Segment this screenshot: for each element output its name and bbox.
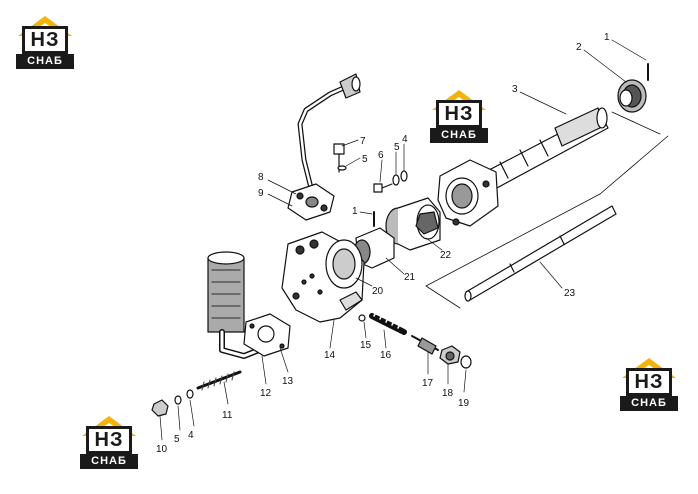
callout-1: 1 (352, 206, 358, 217)
watermark-logo: НЗ СНАБ (78, 414, 140, 470)
relief-valve (358, 311, 472, 369)
callout-4: 4 (402, 134, 408, 145)
callout-20: 20 (372, 286, 384, 297)
callout-6: 6 (378, 150, 384, 161)
logo-mark: НЗ (22, 26, 68, 54)
callout-5: 5 (362, 154, 368, 165)
bearing-housing (437, 159, 499, 227)
intermediate-shaft (464, 205, 617, 302)
callout-12: 12 (260, 388, 272, 399)
callout-17: 17 (422, 378, 434, 389)
logo-word: СНАБ (620, 396, 678, 411)
callout-3: 3 (512, 84, 518, 95)
logo-word: СНАБ (80, 454, 138, 469)
logo-mark: НЗ (626, 368, 672, 396)
logo-word: СНАБ (430, 128, 488, 143)
drive-shaft (469, 107, 609, 197)
callout-7: 7 (360, 136, 366, 147)
callout-13: 13 (282, 376, 294, 387)
stud-bolt (151, 370, 242, 417)
logo-word: СНАБ (16, 54, 74, 69)
assembly-lines (425, 111, 669, 309)
callout-9: 9 (258, 188, 264, 199)
callout-10: 10 (156, 444, 168, 455)
callout-15: 15 (360, 340, 372, 351)
callout-5: 5 (174, 434, 180, 445)
pipe-flange (287, 183, 335, 221)
logo-mark: НЗ (86, 426, 132, 454)
callout-2: 2 (576, 42, 582, 53)
callout-labels: 1 2 3 4 5 6 7 5 8 9 1 22 21 20 23 14 15 … (156, 32, 610, 455)
oil-strainer (207, 251, 267, 359)
leader-lines (159, 39, 647, 441)
callout-19: 19 (458, 398, 470, 409)
watermark-logo: НЗ СНАБ (14, 14, 76, 70)
callout-14: 14 (324, 350, 336, 361)
callout-16: 16 (380, 350, 392, 361)
callout-23: 23 (564, 288, 576, 299)
callout-8: 8 (258, 172, 264, 183)
callout-5: 5 (394, 142, 400, 153)
pump-body (281, 231, 365, 323)
oil-pipe (297, 73, 361, 203)
bolt (333, 143, 347, 173)
callout-4: 4 (188, 430, 194, 441)
callout-11: 11 (222, 410, 233, 421)
suction-flange (243, 313, 291, 357)
callout-22: 22 (440, 250, 452, 261)
logo-mark: НЗ (436, 100, 482, 128)
callout-18: 18 (442, 388, 454, 399)
callout-1: 1 (604, 32, 610, 43)
outer-rotor (385, 197, 441, 251)
watermark-logo: НЗ СНАБ (428, 88, 490, 144)
screw (373, 170, 408, 193)
drive-gear (617, 79, 647, 113)
watermark-logo: НЗ СНАБ (618, 356, 680, 412)
callout-21: 21 (404, 272, 416, 283)
